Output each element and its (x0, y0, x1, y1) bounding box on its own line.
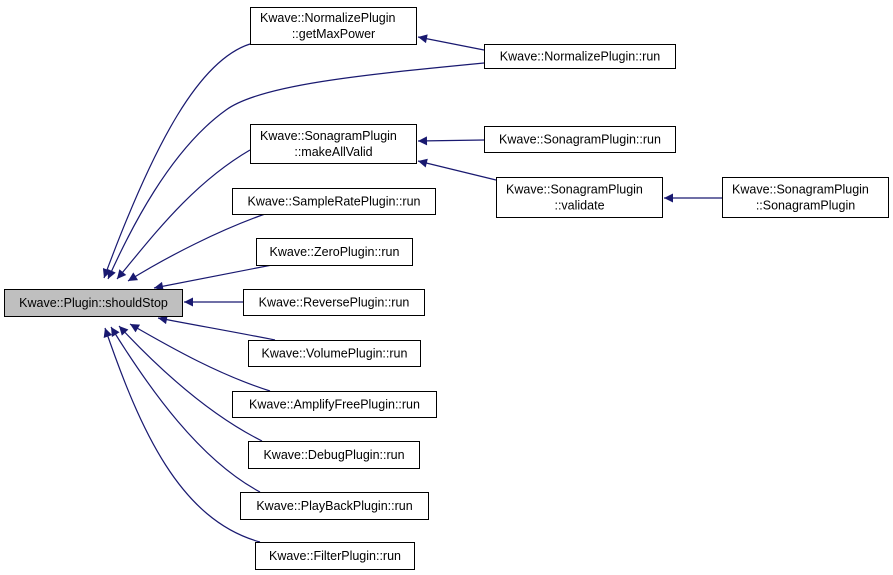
node-sono-validate[interactable]: Kwave::SonagramPlugin::validate (496, 177, 663, 218)
node-box (255, 542, 415, 570)
node-label: ::validate (554, 199, 604, 213)
node-box (248, 340, 421, 367)
edge-sono_valid-to-root (116, 149, 251, 280)
node-label: Kwave::VolumePlugin::run (262, 347, 408, 361)
node-box (240, 492, 429, 520)
node-box (243, 289, 425, 316)
node-root[interactable]: Kwave::Plugin::shouldStop (4, 289, 183, 317)
node-box (484, 126, 676, 153)
node-samplerate[interactable]: Kwave::SampleRatePlugin::run (232, 188, 436, 215)
node-label: Kwave::SampleRatePlugin::run (247, 195, 420, 209)
edge-norm_run-to-root (107, 62, 485, 280)
node-reverse[interactable]: Kwave::ReversePlugin::run (243, 289, 425, 316)
node-zero[interactable]: Kwave::ZeroPlugin::run (256, 238, 413, 266)
edge-norm_max-to-root (102, 43, 251, 279)
node-sono-run[interactable]: Kwave::SonagramPlugin::run (484, 126, 676, 153)
node-label: Kwave::ReversePlugin::run (259, 296, 410, 310)
node-amplify[interactable]: Kwave::AmplifyFreePlugin::run (232, 391, 437, 418)
node-label: Kwave::NormalizePlugin (260, 11, 396, 25)
node-box (232, 188, 436, 215)
node-box (496, 177, 663, 218)
node-label: Kwave::ZeroPlugin::run (270, 245, 400, 259)
node-label: Kwave::FilterPlugin::run (269, 549, 401, 563)
node-box (250, 7, 417, 45)
edge-debug-to-root (118, 325, 263, 442)
node-label: Kwave::SonagramPlugin (260, 129, 397, 143)
node-box (248, 441, 420, 469)
node-label: Kwave::SonagramPlugin (732, 183, 869, 197)
node-sono-valid[interactable]: Kwave::SonagramPlugin::makeAllValid (250, 124, 417, 164)
edge-filter-to-root (103, 327, 261, 543)
edge-volume-to-root (157, 315, 276, 341)
node-box (4, 289, 183, 317)
node-label: Kwave::SonagramPlugin (506, 183, 643, 197)
node-box (232, 391, 437, 418)
node-debug[interactable]: Kwave::DebugPlugin::run (248, 441, 420, 469)
edge-norm_run-to-norm_max (417, 34, 485, 51)
edge-sono_run-to-sono_valid (417, 136, 485, 146)
edge-amplify-to-root (129, 323, 271, 392)
node-filter[interactable]: Kwave::FilterPlugin::run (255, 542, 415, 570)
node-box (256, 238, 413, 266)
node-sono-ctor[interactable]: Kwave::SonagramPlugin::SonagramPlugin (722, 177, 889, 218)
node-volume[interactable]: Kwave::VolumePlugin::run (248, 340, 421, 367)
node-label: Kwave::NormalizePlugin::run (500, 50, 661, 64)
node-label: Kwave::Plugin::shouldStop (19, 296, 168, 310)
edge-sono_validate-to-sono_valid (417, 158, 497, 181)
edges (102, 34, 722, 543)
nodes: Kwave::Plugin::shouldStop Kwave::Normaliz… (4, 7, 889, 570)
node-box (250, 124, 417, 164)
node-label: Kwave::DebugPlugin::run (263, 448, 404, 462)
node-box (484, 44, 676, 69)
node-label: ::makeAllValid (294, 145, 372, 159)
node-norm-max[interactable]: Kwave::NormalizePlugin::getMaxPower (250, 7, 417, 45)
edge-playback-to-root (110, 326, 261, 493)
node-label: Kwave::PlayBackPlugin::run (256, 499, 412, 513)
node-box (722, 177, 889, 218)
edge-samplerate-to-root (127, 213, 266, 282)
edge-zero-to-root (153, 264, 273, 291)
node-label: ::getMaxPower (292, 27, 375, 41)
node-label: Kwave::AmplifyFreePlugin::run (249, 398, 420, 412)
node-label: ::SonagramPlugin (756, 199, 855, 213)
node-label: Kwave::SonagramPlugin::run (499, 133, 661, 147)
node-playback[interactable]: Kwave::PlayBackPlugin::run (240, 492, 429, 520)
node-norm-run[interactable]: Kwave::NormalizePlugin::run (484, 44, 676, 69)
